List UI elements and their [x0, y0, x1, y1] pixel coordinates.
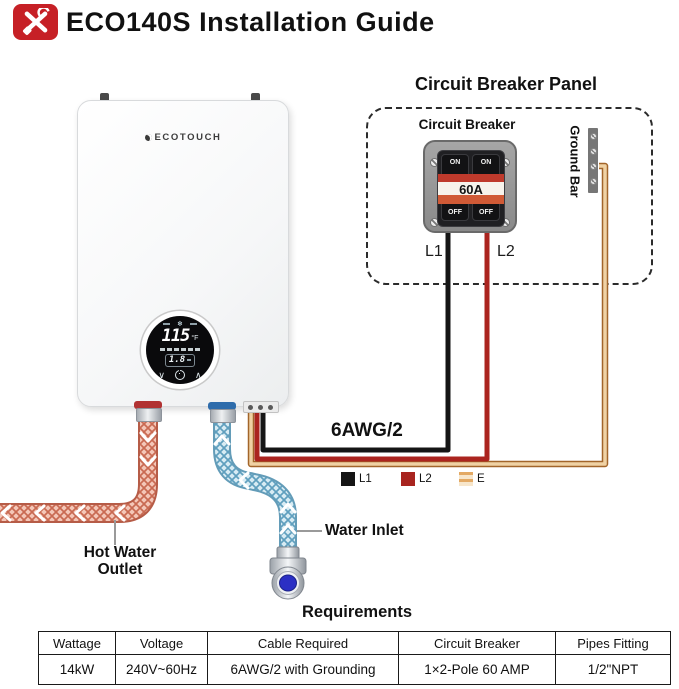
- flow-unit-mark: [187, 359, 192, 361]
- hot-outlet-nut: [136, 408, 162, 422]
- breaker-rating-band: 60A: [438, 174, 504, 204]
- flow-readout: 1.8: [164, 353, 196, 367]
- brand-name: ECOTOUCH: [154, 132, 222, 143]
- pole-l2-label: L2: [497, 243, 515, 260]
- hot-outlet-port: [134, 401, 162, 409]
- header-voltage: Voltage: [115, 631, 208, 655]
- table-header-row: Wattage Voltage Cable Required Circuit B…: [38, 631, 671, 655]
- cable-gauge-label: 6AWG/2: [331, 420, 403, 441]
- indicator-mark: [163, 323, 171, 325]
- inlet-valve: [269, 546, 307, 600]
- display-segment-bar: [160, 347, 200, 351]
- value-pipes: 1/2"NPT: [555, 654, 671, 685]
- header-wattage: Wattage: [38, 631, 116, 655]
- cold-inlet-port: [208, 402, 236, 410]
- ground-bar-label: Ground Bar: [567, 125, 583, 198]
- legend-label-e: E: [477, 473, 485, 485]
- value-wattage: 14kW: [38, 654, 116, 685]
- display-indicators: ❄: [163, 321, 197, 328]
- electrical-terminal: [243, 401, 279, 413]
- chevron-down-icon[interactable]: ∨: [158, 369, 165, 380]
- brand-logo: ECOTOUCH: [78, 132, 288, 143]
- on-label: ON: [449, 159, 461, 166]
- snowflake-icon: ❄: [177, 320, 183, 328]
- legend-swatch-l1: [341, 472, 355, 486]
- legend-label-l2: L2: [419, 473, 432, 485]
- water-inlet-label: Water Inlet: [325, 522, 404, 539]
- page-title: ECO140S Installation Guide: [66, 7, 435, 37]
- hot-water-outlet-line1: Hot Water: [83, 544, 157, 561]
- hot-water-outlet-line2: Outlet: [97, 561, 143, 578]
- screw-icon: [589, 148, 597, 155]
- screw-icon: [589, 178, 597, 185]
- screw-icon: [589, 133, 597, 140]
- breaker-switch-block: ON OFF ON OFF 60A: [437, 150, 505, 227]
- hot-water-outlet-label: Hot Water Outlet: [66, 544, 174, 578]
- legend-swatch-e: [459, 472, 473, 486]
- off-label: OFF: [448, 209, 462, 216]
- breaker-panel-title: Circuit Breaker Panel: [414, 74, 598, 94]
- circuit-breaker-panel-box: [366, 107, 653, 285]
- indicator-mark: [189, 323, 197, 325]
- chevron-up-icon[interactable]: ∧: [195, 369, 202, 380]
- ground-wire: [247, 162, 609, 468]
- legend-swatch-l2: [401, 472, 415, 486]
- cold-water-pipe: [213, 414, 297, 549]
- on-label: ON: [480, 159, 492, 166]
- hot-water-pipe: [0, 414, 158, 523]
- flow-value: 1.8: [168, 354, 186, 365]
- circuit-breaker-label: Circuit Breaker: [418, 117, 516, 132]
- display-bezel: ❄ 115 °F 1.8 ∨ ∧: [141, 311, 219, 389]
- legend-label-l1: L1: [359, 473, 372, 485]
- requirements-table: Wattage Voltage Cable Required Circuit B…: [38, 631, 671, 685]
- off-label: OFF: [479, 209, 493, 216]
- header-breaker: Circuit Breaker: [398, 631, 556, 655]
- water-inlet-pointer-line: [297, 530, 322, 532]
- digital-display: ❄ 115 °F 1.8 ∨ ∧: [146, 316, 214, 384]
- pole-l1-label: L1: [425, 243, 443, 260]
- requirements-title: Requirements: [301, 603, 413, 621]
- cold-inlet-nut: [210, 409, 236, 423]
- power-icon[interactable]: [175, 367, 185, 380]
- ecotouch-leaf-icon: [144, 134, 152, 141]
- tools-icon: [13, 4, 58, 40]
- value-cable: 6AWG/2 with Grounding: [207, 654, 399, 685]
- water-heater-unit: ECOTOUCH ❄ 115 °F 1.8: [77, 100, 289, 407]
- breaker-rating: 60A: [459, 181, 483, 197]
- value-voltage: 240V~60Hz: [115, 654, 208, 685]
- ground-bar: [588, 128, 598, 193]
- screw-icon: [589, 163, 597, 170]
- circuit-breaker: ON OFF ON OFF 60A: [423, 140, 517, 233]
- hot-outlet-pointer-line: [114, 520, 116, 545]
- header-pipes: Pipes Fitting: [555, 631, 671, 655]
- value-breaker: 1×2-Pole 60 AMP: [398, 654, 556, 685]
- header-cable: Cable Required: [207, 631, 399, 655]
- temperature-readout: 115 °F: [161, 325, 199, 346]
- l1-wire: [260, 233, 451, 453]
- mounting-screw: [251, 93, 260, 102]
- mounting-screw: [100, 93, 109, 102]
- temperature-unit: °F: [191, 334, 199, 342]
- display-controls: ∨ ∧: [158, 367, 202, 380]
- l2-wire: [254, 233, 490, 462]
- temperature-value: 115: [161, 325, 191, 346]
- table-value-row: 14kW 240V~60Hz 6AWG/2 with Grounding 1×2…: [38, 654, 671, 685]
